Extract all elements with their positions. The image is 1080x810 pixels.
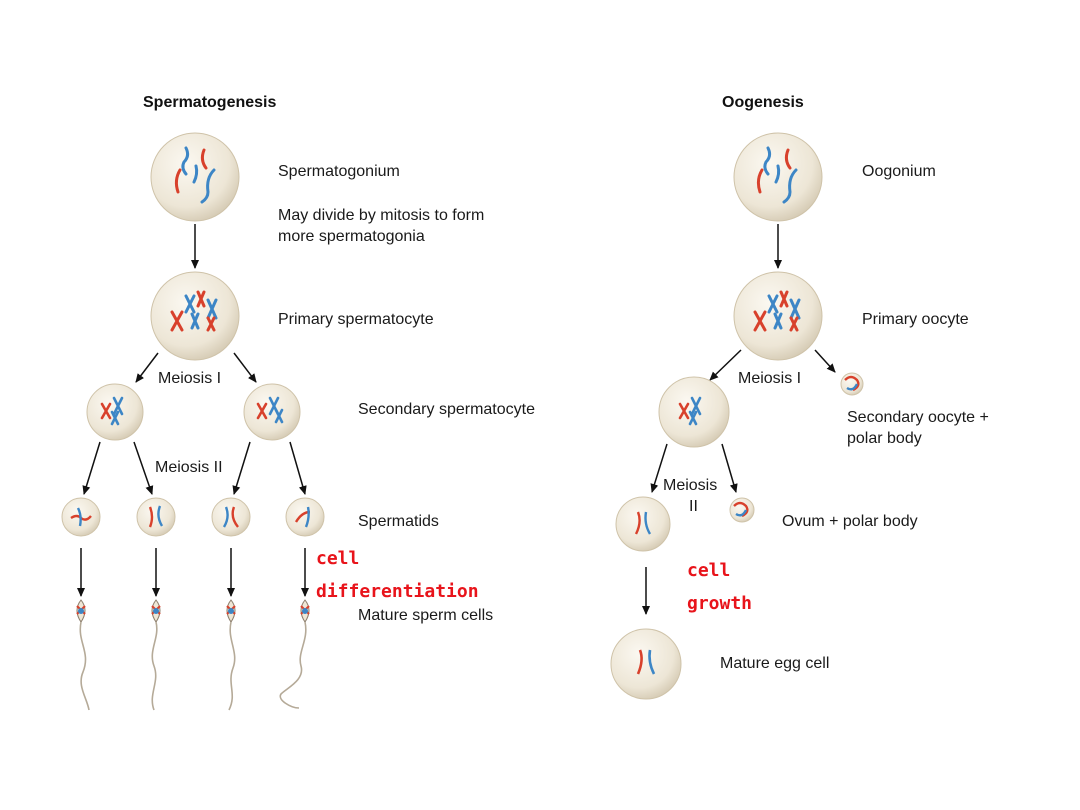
mature-egg-cell <box>610 628 682 700</box>
primary-oocyte-cell <box>733 271 823 361</box>
spermatid-cell-3 <box>211 497 251 537</box>
mitosis-note-line1: May divide by mitosis to form <box>278 207 484 224</box>
spermatogonium-cell <box>150 132 240 222</box>
primary-spermatocyte-label: Primary spermatocyte <box>278 311 434 328</box>
polar-body-1 <box>840 372 864 396</box>
spermatid-cell-1 <box>61 497 101 537</box>
spermatids-label: Spermatids <box>358 513 439 530</box>
sperm-cell-2 <box>151 599 161 711</box>
spermatogonium-label: Spermatogonium <box>278 163 400 180</box>
ovum-polar-body-label: Ovum + polar body <box>782 513 918 530</box>
oogonium-cell <box>733 132 823 222</box>
primary-oocyte-label: Primary oocyte <box>862 311 969 328</box>
mature-sperm-label: Mature sperm cells <box>358 607 493 624</box>
meiosis-1-label-oo: Meiosis I <box>738 370 801 387</box>
oogenesis-title: Oogenesis <box>722 94 804 111</box>
arrow-primary-to-secondary-left <box>135 352 159 383</box>
arrow-primary-to-polar-body <box>814 349 836 373</box>
arrow-sec-right-b <box>289 441 307 495</box>
meiosis-2-label-oo-line1: Meiosis <box>663 477 717 494</box>
mitosis-note-line2: more spermatogonia <box>278 228 425 245</box>
meiosis-2-label-oo-line2: II <box>689 498 698 515</box>
secondary-spermatocyte-cell-left <box>86 383 144 441</box>
arrow-secondary-to-polar-body <box>721 443 738 493</box>
secondary-spermatocyte-label: Secondary spermatocyte <box>358 401 535 418</box>
cell-growth-line1: cell <box>687 560 730 581</box>
mature-egg-label: Mature egg cell <box>720 655 829 672</box>
ovum-cell <box>615 496 671 552</box>
secondary-oocyte-label-line1: Secondary oocyte + <box>847 409 989 426</box>
meiosis-1-label-sperm: Meiosis I <box>158 370 221 387</box>
meiosis-2-label-sperm: Meiosis II <box>155 459 223 476</box>
arrow-sec-left-b <box>133 441 154 495</box>
sperm-cell-3 <box>226 599 236 711</box>
secondary-oocyte-label-line2: polar body <box>847 430 922 447</box>
arrow-sec-left-a <box>82 441 101 495</box>
spermatogenesis-title: Spermatogenesis <box>143 94 276 111</box>
arrow-sec-right-a <box>232 441 251 495</box>
sperm-cell-1 <box>76 599 90 711</box>
arrow-secondary-to-ovum <box>650 443 668 493</box>
sperm-cell-4 <box>279 599 310 709</box>
spermatid-cell-4 <box>285 497 325 537</box>
spermatid-cell-2 <box>136 497 176 537</box>
arrow-primary-to-secondary-right <box>233 352 257 383</box>
cell-differentiation-line1: cell <box>316 548 359 569</box>
cell-growth-line2: growth <box>687 593 752 614</box>
oogonium-label: Oogonium <box>862 163 936 180</box>
arrow-primary-to-secondary-oocyte <box>709 349 742 381</box>
secondary-oocyte-cell <box>658 376 730 448</box>
polar-body-2 <box>729 497 755 523</box>
secondary-spermatocyte-cell-right <box>243 383 301 441</box>
cell-differentiation-line2: differentiation <box>316 581 479 602</box>
primary-spermatocyte-cell <box>150 271 240 361</box>
